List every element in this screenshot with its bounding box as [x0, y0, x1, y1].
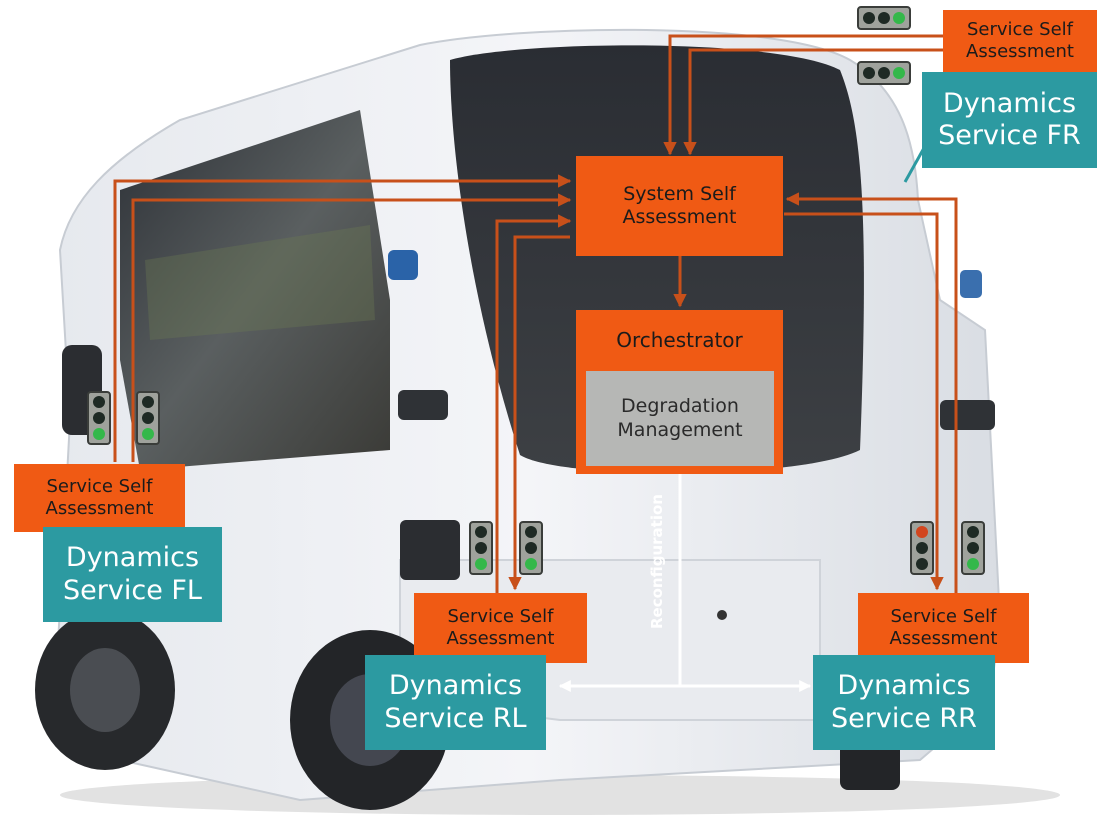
ssa-rr-line2: Assessment [889, 628, 998, 649]
connector-fl-1 [113, 174, 572, 462]
lamp [142, 412, 154, 424]
system-line2: Assessment [622, 206, 737, 228]
lamp [93, 428, 105, 440]
reconfiguration-links [558, 474, 812, 692]
reconfiguration-label: Reconfiguration [648, 494, 666, 629]
lamp [475, 542, 487, 554]
ssa-fr-line2: Assessment [966, 41, 1074, 62]
lamp [525, 542, 537, 554]
traffic-lights [87, 6, 985, 575]
lamp [142, 396, 154, 408]
lamp [878, 67, 890, 79]
lamp [142, 428, 154, 440]
lamp [525, 558, 537, 570]
dyn-fl-line1: Dynamics [65, 542, 200, 574]
ssa-rl-line2: Assessment [446, 628, 555, 649]
connector-rl-1 [495, 214, 572, 596]
fr-pointer-line [903, 147, 926, 183]
dyn-rr-line1: Dynamics [837, 670, 971, 702]
traffic-light-rl-right [519, 521, 543, 575]
connector-rr-2 [785, 192, 958, 596]
lamp [967, 526, 979, 538]
dyn-fr-line2: Service FR [938, 120, 1081, 151]
lamp [916, 542, 928, 554]
lamp [525, 526, 537, 538]
traffic-light-rr-right [961, 521, 985, 575]
ssa-fr-line1: Service Self [966, 19, 1074, 41]
traffic-light-rr-left [910, 521, 934, 575]
system-line1: System Self [623, 182, 736, 205]
lamp [475, 558, 487, 570]
ssa-rr-line1: Service Self [890, 606, 997, 628]
traffic-light-fr-top [857, 6, 911, 30]
ssa-fl-line2: Assessment [45, 498, 154, 519]
lamp [893, 12, 905, 24]
lamp [93, 396, 105, 408]
connector-fr-1 [663, 34, 946, 156]
lamp [475, 526, 487, 538]
dyn-rl-line1: Dynamics [388, 670, 523, 702]
lamp [967, 542, 979, 554]
lamp [916, 558, 928, 570]
lamp [878, 12, 890, 24]
connector-rl-2 [508, 235, 570, 591]
lamp [93, 412, 105, 424]
lamp [893, 67, 905, 79]
connector-fr-2 [683, 48, 946, 156]
lamp [863, 12, 875, 24]
traffic-light-fr-bottom [857, 61, 911, 85]
traffic-light-fl-left [87, 391, 111, 445]
dyn-fr-line1: Dynamics [942, 87, 1077, 119]
dyn-fl-line2: Service FL [63, 574, 202, 606]
feedback-connectors [113, 34, 958, 596]
orchestrator-title: Orchestrator [616, 328, 743, 352]
lamp [863, 67, 875, 79]
traffic-light-fl-right [136, 391, 160, 445]
dyn-rr-line2: Service RR [831, 702, 977, 734]
degradation-line1: Degradation [621, 395, 739, 418]
traffic-light-rl-left [469, 521, 493, 575]
lamp [916, 526, 928, 538]
degradation-line2: Management [617, 418, 743, 441]
ssa-rl-line1: Service Self [447, 606, 554, 628]
dyn-rl-line2: Service RL [384, 702, 527, 734]
connector-fl-2 [131, 193, 572, 462]
lamp [967, 558, 979, 570]
ssa-fl-line1: Service Self [46, 476, 153, 498]
connector-rr-1 [784, 212, 944, 591]
